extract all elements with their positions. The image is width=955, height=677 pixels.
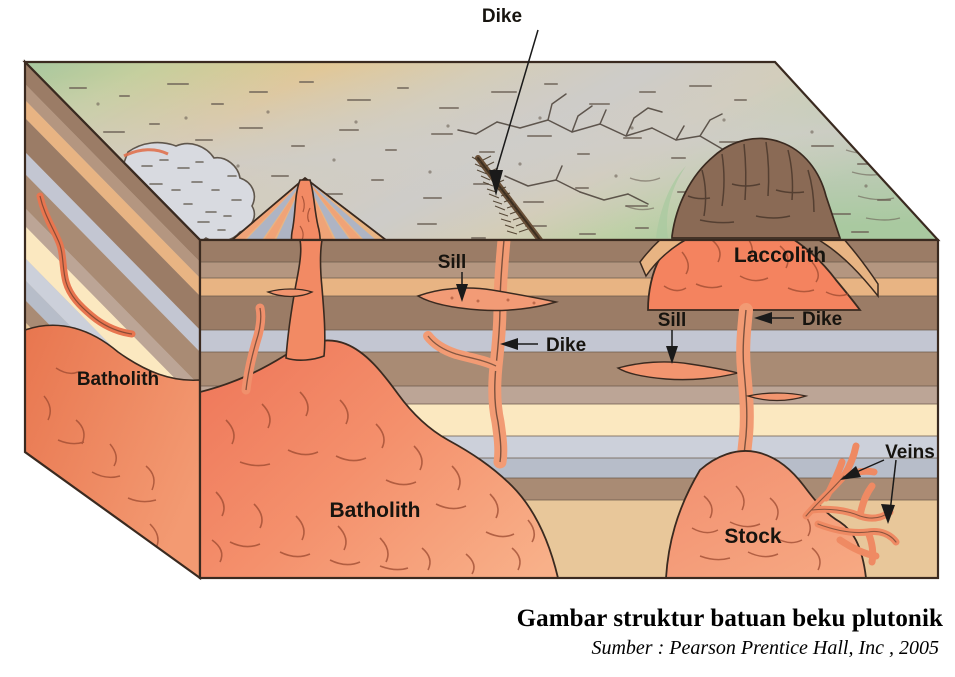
batholith-body	[200, 339, 560, 578]
label-dike-top: Dike	[482, 6, 522, 27]
top-surface	[22, 60, 941, 242]
front-face	[198, 238, 940, 580]
label-dike-mid: Dike	[546, 335, 586, 356]
volcano	[229, 176, 389, 240]
left-face	[23, 59, 202, 581]
laccolith-texture	[663, 240, 849, 297]
caption-source: Sumber : Pearson Prentice Hall, Inc , 20…	[591, 636, 939, 659]
caption-title: Gambar struktur batuan beku plutonik	[516, 605, 943, 632]
label-stock: Stock	[724, 525, 782, 548]
sill-left	[416, 287, 559, 312]
dike-surface-ridge	[471, 155, 543, 240]
strata-layers	[200, 240, 938, 578]
annotation-leaders	[456, 29, 897, 524]
laccolith-hill	[656, 137, 842, 239]
label-batholith-left: Batholith	[77, 369, 159, 390]
label-batholith-front: Batholith	[330, 499, 421, 522]
label-dike-right: Dike	[802, 309, 842, 330]
label-sill-right: Sill	[658, 310, 687, 331]
batholith-texture	[211, 391, 536, 575]
label-laccolith: Laccolith	[734, 244, 826, 267]
label-sill-left: Sill	[438, 252, 467, 273]
figure-caption: Gambar struktur batuan beku plutonik Sum…	[0, 604, 955, 661]
laccolith-body	[647, 240, 862, 311]
label-veins: Veins	[885, 442, 935, 463]
stock-body	[665, 450, 868, 578]
